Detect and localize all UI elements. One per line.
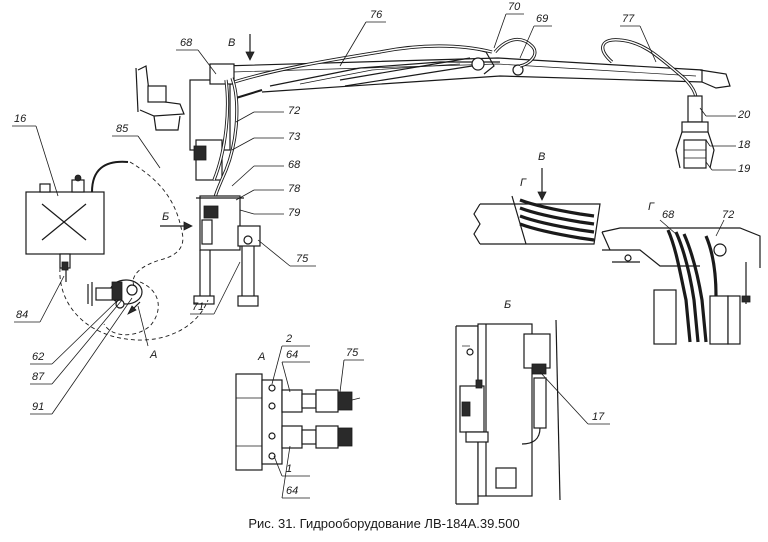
callout-20: 20	[737, 109, 751, 121]
callout-17: 17	[592, 411, 605, 423]
callout-1: 1	[286, 463, 292, 475]
callout-labels: 16 85 68 76 70 69 77 20 18 19 72 73 68 7…	[14, 1, 751, 497]
callout-68-top: 68	[180, 37, 193, 49]
view-a-side-label: А	[149, 349, 157, 361]
view-v-detail-label: В	[538, 151, 545, 163]
view-g-title-label: Г	[648, 201, 655, 213]
view-b-title-label: Б	[504, 299, 511, 311]
callout-16: 16	[14, 113, 27, 125]
view-arrows: В Б А	[127, 34, 255, 361]
callout-79: 79	[288, 207, 300, 219]
callout-18: 18	[738, 139, 751, 151]
callout-85: 85	[116, 123, 129, 135]
figure-caption: Рис. 31. Гидрооборудование ЛВ-184А.39.50…	[248, 516, 520, 531]
callout-77: 77	[622, 13, 635, 25]
callout-91: 91	[32, 401, 44, 413]
callout-71: 71	[192, 301, 204, 313]
view-v-top-label: В	[228, 37, 235, 49]
callout-68-mid: 68	[288, 159, 301, 171]
detail-b: Б	[455, 299, 561, 505]
callout-19: 19	[738, 163, 750, 175]
callout-70: 70	[508, 1, 521, 13]
callout-72: 72	[288, 105, 300, 117]
callout-64-top: 64	[286, 349, 298, 361]
callout-64-bottom: 64	[286, 485, 298, 497]
callout-72-detail: 72	[722, 209, 734, 221]
callout-84: 84	[16, 309, 28, 321]
callout-62: 62	[32, 351, 44, 363]
callout-76: 76	[370, 9, 383, 21]
leader-lines	[12, 13, 736, 499]
callout-87: 87	[32, 371, 45, 383]
crane-pillar	[135, 63, 261, 307]
view-b-side-label: Б	[162, 211, 169, 223]
callout-2: 2	[285, 333, 292, 345]
view-a-title-label: А	[257, 351, 265, 363]
pump-assembly	[59, 161, 209, 341]
callout-68-detail: 68	[662, 209, 675, 221]
detail-a: А	[235, 351, 361, 471]
detail-v: В Г	[473, 151, 601, 245]
callout-75-detail: 75	[346, 347, 359, 359]
hydraulic-tank	[25, 160, 129, 282]
callout-69: 69	[536, 13, 548, 25]
detail-g: Г	[601, 201, 761, 345]
crane-boom	[221, 37, 731, 169]
callout-75: 75	[296, 253, 309, 265]
view-g-detail-label: Г	[520, 177, 527, 189]
callout-78: 78	[288, 183, 301, 195]
callout-73: 73	[288, 131, 301, 143]
